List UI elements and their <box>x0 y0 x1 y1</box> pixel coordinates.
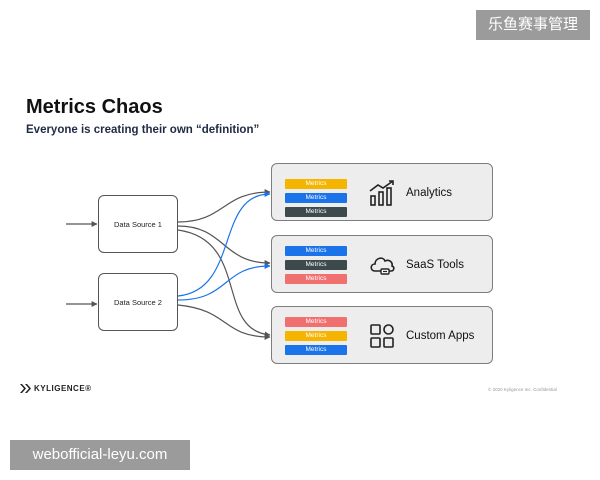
metric-chip: Metrics <box>285 207 347 217</box>
wire-ds1-analytics <box>177 189 271 223</box>
data-source-1: Data Source 1 <box>98 195 178 253</box>
metric-chip: Metrics <box>285 260 347 270</box>
wire-ds2-custom <box>177 304 271 340</box>
wire-ds2-saas <box>177 263 271 301</box>
panel-label: Analytics <box>406 187 453 199</box>
cloud-icon <box>370 257 395 275</box>
panel-label: Custom Apps <box>406 330 475 342</box>
metric-chip: Metrics <box>285 317 347 327</box>
panel-saas-tools: Metrics Metrics Metrics SaaS Tools <box>271 235 493 293</box>
wire-ds1-custom <box>177 229 271 338</box>
data-source-label: Data Source 1 <box>114 219 162 229</box>
wire-ds1-saas <box>177 225 271 266</box>
data-source-label: Data Source 2 <box>114 297 162 307</box>
watermark-bottom-left: webofficial-leyu.com <box>10 440 190 470</box>
metric-chip: Metrics <box>285 274 347 284</box>
logo-text: KYLIGENCE <box>34 384 86 393</box>
panel-custom-apps: Metrics Metrics Metrics Custom Apps <box>271 306 493 364</box>
wire-ds2-analytics <box>177 191 271 297</box>
metric-chip: Metrics <box>285 179 347 189</box>
metric-chip: Metrics <box>285 331 347 341</box>
metric-chip: Metrics <box>285 193 347 203</box>
slide-subtitle: Everyone is creating their own “definiti… <box>26 124 260 136</box>
metric-chip: Metrics <box>285 345 347 355</box>
slide-title: Metrics Chaos <box>26 96 163 118</box>
metric-chip: Metrics <box>285 246 347 256</box>
apps-grid-icon <box>370 324 394 348</box>
watermark-top-right: 乐鱼赛事管理 <box>476 10 590 40</box>
copyright-text: © 2020 Kyligence Inc. Confidential <box>488 387 557 392</box>
panel-label: SaaS Tools <box>406 259 464 271</box>
data-source-2: Data Source 2 <box>98 273 178 331</box>
panel-analytics: Metrics Metrics Metrics Analytics <box>271 163 493 221</box>
bar-chart-trend-icon <box>369 180 394 206</box>
logo-suffix: ® <box>85 384 92 393</box>
kyligence-logo: KYLIGENCE® <box>20 384 92 394</box>
kyligence-logo-icon <box>20 384 31 394</box>
